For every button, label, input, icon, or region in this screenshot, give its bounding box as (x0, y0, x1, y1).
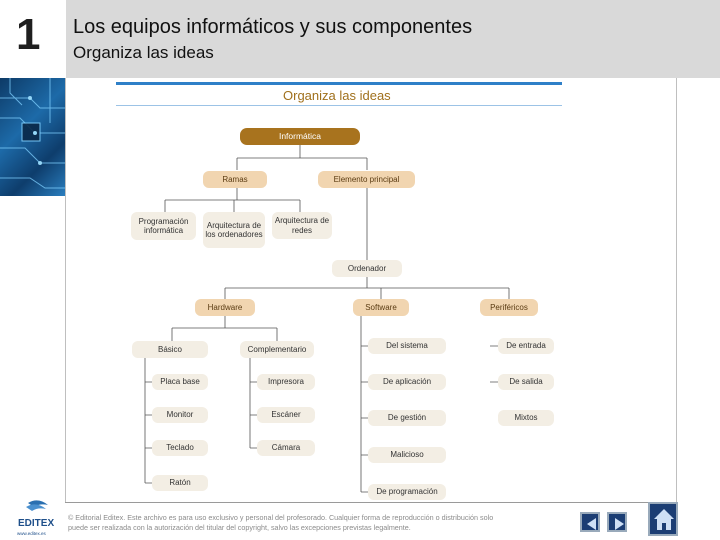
next-button[interactable] (607, 512, 627, 532)
node-basico: Básico (132, 341, 208, 358)
page-title: Los equipos informáticos y sus component… (73, 16, 473, 38)
node-software: Software (353, 299, 409, 316)
circuit-board-image (0, 78, 66, 196)
node-raton: Ratón (152, 475, 208, 491)
node-malicioso: Malicioso (368, 447, 446, 463)
editex-logo-icon: EDITEX www.editex.es (17, 500, 54, 536)
node-arquitectura-ordenadores: Arquitectura de los ordenadores (203, 212, 265, 248)
unit-number: 1 (16, 10, 41, 59)
node-complementario: Complementario (240, 341, 314, 358)
svg-text:EDITEX: EDITEX (18, 518, 54, 529)
header-bar (0, 0, 720, 78)
node-placa-base: Placa base (152, 374, 208, 390)
arrow-left-icon (587, 518, 596, 530)
frame-divider (65, 502, 678, 503)
node-programacion-informatica: Programación informática (131, 212, 196, 240)
node-elemento-principal: Elemento principal (318, 171, 415, 188)
home-button[interactable] (648, 502, 678, 536)
node-monitor: Monitor (152, 407, 208, 423)
node-ramas: Ramas (203, 171, 267, 188)
node-impresora: Impresora (257, 374, 315, 390)
content-frame (65, 78, 677, 503)
node-ordenador: Ordenador (332, 260, 402, 277)
node-arquitectura-redes: Arquitectura de redes (272, 212, 332, 239)
home-icon (654, 509, 674, 530)
heading-rule (116, 82, 562, 85)
node-del-sistema: Del sistema (368, 338, 446, 354)
previous-button[interactable] (580, 512, 600, 532)
node-teclado: Teclado (152, 440, 208, 456)
node-de-aplicacion: De aplicación (368, 374, 446, 390)
node-hardware: Hardware (195, 299, 255, 316)
heading-rule-bottom (116, 105, 562, 106)
editex-logo: EDITEX www.editex.es (14, 499, 60, 539)
page-subtitle: Organiza las ideas (73, 43, 214, 62)
node-perifericos: Periféricos (480, 299, 538, 316)
svg-text:www.editex.es: www.editex.es (17, 531, 47, 536)
node-escaner: Escáner (257, 407, 315, 423)
arrow-right-icon (615, 518, 624, 530)
node-de-entrada: De entrada (498, 338, 554, 354)
unit-number-box: 1 (0, 0, 66, 78)
node-de-programacion: De programación (368, 484, 446, 500)
node-camara: Cámara (257, 440, 315, 456)
node-mixtos: Mixtos (498, 410, 554, 426)
node-de-gestion: De gestión (368, 410, 446, 426)
node-de-salida: De salida (498, 374, 554, 390)
copyright-notice: © Editorial Editex. Este archivo es para… (68, 513, 494, 532)
node-informatica: Informática (240, 128, 360, 145)
diagram-heading: Organiza las ideas (283, 88, 391, 103)
